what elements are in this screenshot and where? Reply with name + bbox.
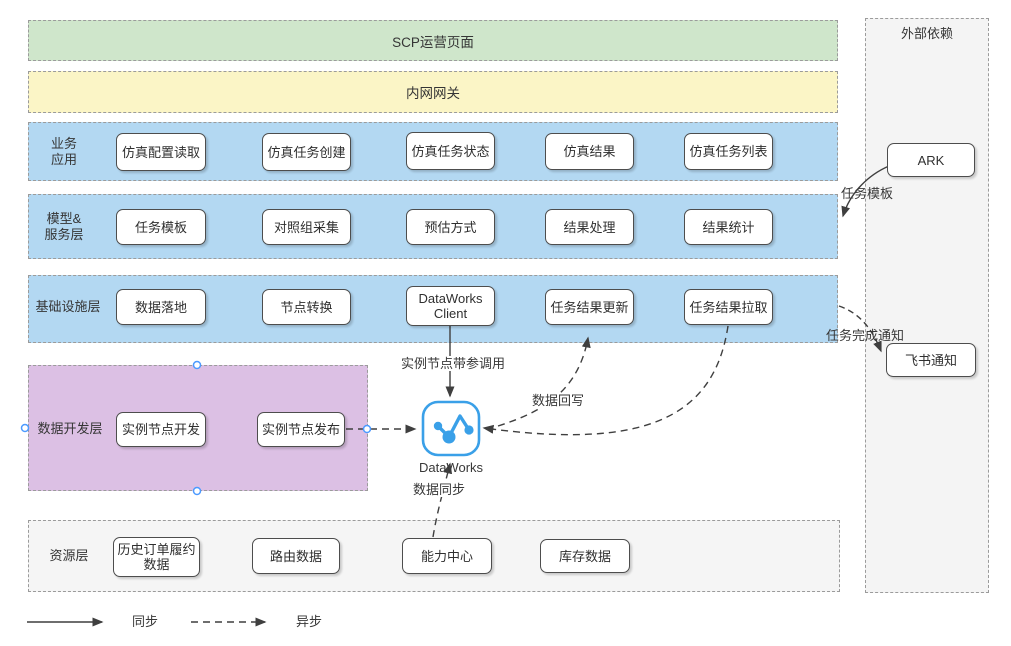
node-ark[interactable]: ARK (887, 143, 975, 177)
band-business-app-label: 业务 应用 (50, 136, 77, 167)
node-instance-node-publish[interactable]: 实例节点发布 (257, 412, 345, 447)
node-inventory-data[interactable]: 库存数据 (540, 539, 630, 573)
node-route-data[interactable]: 路由数据 (252, 538, 340, 574)
edge-data-sync (432, 462, 453, 538)
node-task-result-update[interactable]: 任务结果更新 (545, 289, 634, 325)
node-instance-node-dev[interactable]: 实例节点开发 (116, 412, 206, 447)
edge-label-data-sync: 数据同步 (412, 482, 467, 497)
node-result-process[interactable]: 结果处理 (545, 209, 634, 245)
band-data-dev-label: 数据开发层 (37, 421, 103, 436)
band-scp-page-label: SCP运营页面 (392, 34, 474, 50)
dataworks-icon-label: DataWorks (418, 460, 484, 475)
edge-label-data-writeback: 数据回写 (531, 393, 586, 408)
node-estimate-method[interactable]: 预估方式 (406, 209, 495, 245)
edge-ark-task-template (841, 165, 890, 218)
band-intranet-gateway-label: 内网网关 (406, 86, 460, 101)
edge-data-writeback (497, 336, 591, 427)
band-scp-page[interactable]: SCP运营页面 (28, 20, 838, 61)
node-control-group-collect[interactable]: 对照组采集 (262, 209, 351, 245)
dataworks-icon[interactable] (421, 400, 481, 462)
legend-async-label: 异步 (296, 614, 323, 629)
band-model-service-label: 模型& 服务层 (44, 211, 84, 242)
legend-sync-label: 同步 (132, 614, 159, 629)
node-sim-task-list[interactable]: 仿真任务列表 (684, 133, 773, 170)
connection-handle[interactable] (362, 424, 372, 434)
connection-handle[interactable] (192, 360, 202, 370)
node-feishu-notify[interactable]: 飞书通知 (886, 343, 976, 377)
node-sim-task-create[interactable]: 仿真任务创建 (262, 133, 351, 171)
node-node-convert[interactable]: 节点转换 (262, 289, 351, 325)
edge-task-result-pull (482, 325, 729, 436)
band-intranet-gateway[interactable]: 内网网关 (28, 71, 838, 113)
edge-task-done-notify (838, 305, 882, 353)
connection-handle[interactable] (20, 423, 30, 433)
node-result-stats[interactable]: 结果统计 (684, 209, 773, 245)
node-task-result-pull[interactable]: 任务结果拉取 (684, 289, 773, 325)
node-history-order-data[interactable]: 历史订单履约 数据 (113, 537, 200, 577)
edge-label-task-done-notify: 任务完成通知 (826, 328, 905, 343)
edge-label-instance-node-call: 实例节点带参调用 (400, 356, 506, 371)
node-task-template[interactable]: 任务模板 (116, 209, 206, 245)
node-sim-result[interactable]: 仿真结果 (545, 133, 634, 170)
node-dataworks-client[interactable]: DataWorks Client (406, 286, 495, 326)
node-sim-config-read[interactable]: 仿真配置读取 (116, 133, 206, 171)
band-infrastructure-label: 基础设施层 (35, 299, 101, 314)
connection-handle[interactable] (192, 486, 202, 496)
panel-external-deps-label: 外部依赖 (900, 26, 953, 41)
node-capability-center[interactable]: 能力中心 (402, 538, 492, 574)
band-resource-label: 资源层 (49, 548, 89, 563)
edge-label-task-template: 任务模板 (841, 186, 894, 201)
panel-external-deps[interactable] (865, 18, 989, 593)
node-sim-task-status[interactable]: 仿真任务状态 (406, 132, 495, 170)
node-data-landing[interactable]: 数据落地 (116, 289, 206, 325)
